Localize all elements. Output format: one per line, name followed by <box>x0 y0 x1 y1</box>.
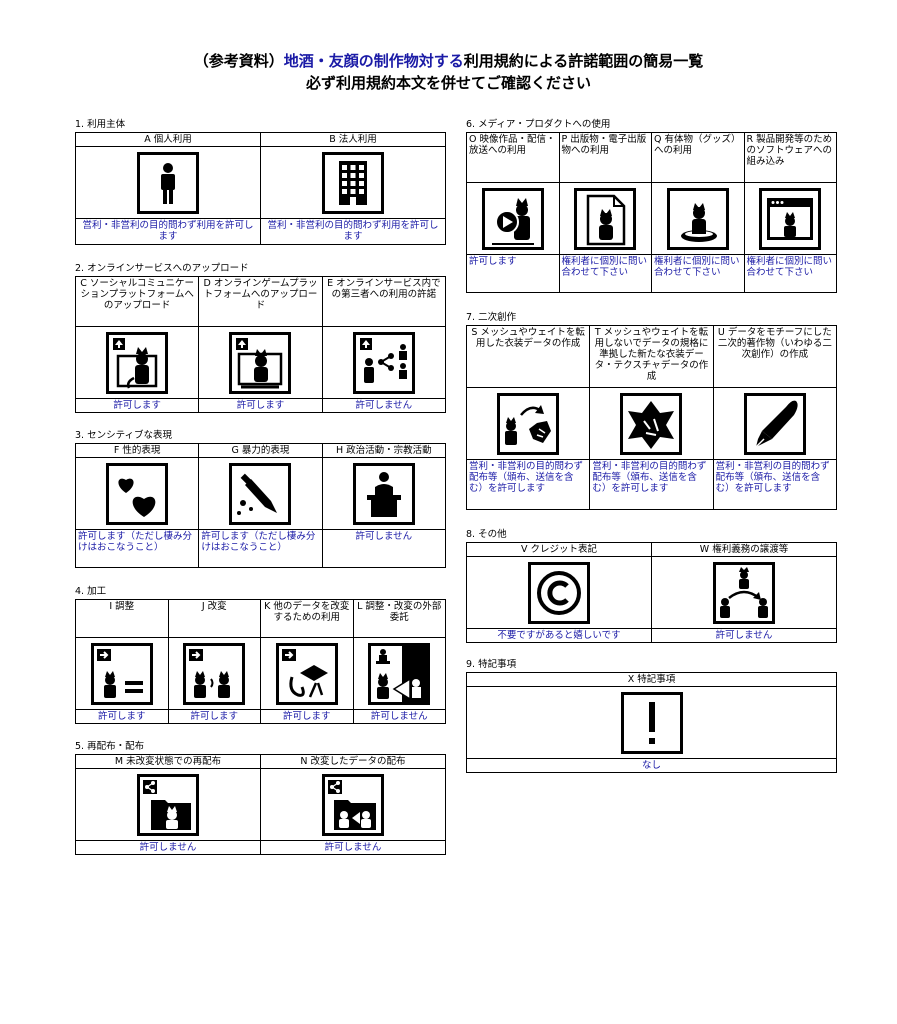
permission-note: 許可します <box>167 709 261 724</box>
permission-note: 許可します <box>75 709 169 724</box>
col-header: S メッシュやウェイトを転用した衣装データの作成 <box>465 325 591 388</box>
permission-note: 許可しません <box>651 628 837 643</box>
transfer-icon <box>713 561 775 624</box>
permission-note: 許可します（ただし棲み分けはおこなうこと） <box>198 529 323 568</box>
permission-note: 営利・非営利の目的問わず利用を許可します <box>75 218 261 245</box>
permission-note: 不要ですがあると嬉しいです <box>466 628 652 643</box>
permission-note: 許可しません <box>321 529 447 568</box>
distribute-modified-icon <box>322 773 384 836</box>
permission-note: 許可します <box>198 398 323 413</box>
page-title: （参考資料）地酒・友顔の制作物対する利用規約による許諾範囲の簡易一覧 <box>0 50 897 71</box>
hearts-icon <box>106 462 169 525</box>
permission-note: 権利者に個別に問い合わせて下さい <box>743 254 837 293</box>
col-header: M 未改変状態での再配布 <box>75 754 261 769</box>
permission-note: 許可しません <box>321 398 447 413</box>
section-media-product: 6. メディア・プロダクトへの使用 O 映像作品・配信・放送への利用 P 出版物… <box>466 118 837 293</box>
section-other: 8. その他 V クレジット表記 W 権利義務の譲渡等 <box>466 528 837 643</box>
permission-note: 許可します <box>466 254 560 293</box>
col-header: P 出版物・電子出版物への利用 <box>558 132 652 183</box>
section-title: 9. 特記事項 <box>466 659 517 670</box>
outsource-icon <box>368 642 431 705</box>
permission-note: 営利・非営利の目的問わず配布等（頒布、送信を含む）を許可します <box>465 459 591 510</box>
permission-note: 営利・非営利の目的問わず利用を許可します <box>260 218 446 245</box>
mesh-reuse-icon <box>497 392 560 455</box>
section-title: 8. その他 <box>466 529 507 540</box>
podium-icon <box>352 462 415 525</box>
new-costume-icon <box>620 392 683 455</box>
permission-note: 許可します <box>74 398 200 413</box>
upload-game-icon <box>229 331 292 394</box>
section-title: 2. オンラインサービスへのアップロード <box>75 263 249 274</box>
pen-nib-icon <box>743 392 806 455</box>
title-prefix: （参考資料） <box>193 52 284 70</box>
permission-note: 許可します（ただし棲み分けはおこなうこと） <box>74 529 200 568</box>
section-title: 6. メディア・プロダクトへの使用 <box>466 119 611 130</box>
col-header: K 他のデータを改変するための利用 <box>260 599 354 638</box>
col-header: X 特記事項 <box>466 672 837 687</box>
col-header: G 暴力的表現 <box>198 443 323 458</box>
permission-note: 許可しません <box>260 840 446 855</box>
col-header: Q 有体物（グッズ）への利用 <box>651 132 745 183</box>
permission-note: 営利・非営利の目的問わず配布等（頒布、送信を含む）を許可します <box>712 459 838 510</box>
col-header: I 調整 <box>75 599 169 638</box>
section-redistribution: 5. 再配布・配布 M 未改変状態での再配布 N 改変したデータの配布 <box>75 740 446 855</box>
adjust-icon <box>90 642 153 705</box>
permission-note: 許可します <box>260 709 354 724</box>
col-header: E オンラインサービス内での第三者への利用の許諾 <box>321 276 447 327</box>
exclamation-icon <box>620 691 683 754</box>
col-header: J 改変 <box>167 599 261 638</box>
software-icon <box>759 187 822 250</box>
ribbon-icon <box>275 642 338 705</box>
col-header: A 個人利用 <box>75 132 261 147</box>
knife-icon <box>229 462 292 525</box>
section-processing: 4. 加工 I 調整 J 改変 K 他のデータを改変するための利用 L 調整・改… <box>75 585 446 724</box>
title-highlight: 地酒・友顔の制作物対する <box>283 52 464 70</box>
page-subtitle: 必ず利用規約本文を併せてご確認ください <box>305 74 591 92</box>
section-online-upload: 2. オンラインサービスへのアップロード C ソーシャルコミュニケーションプラッ… <box>74 262 447 413</box>
col-header: C ソーシャルコミュニケーションプラットフォームへのアップロード <box>74 276 200 327</box>
redistribute-icon <box>137 773 199 836</box>
person-icon <box>137 151 199 214</box>
modify-icon <box>183 642 246 705</box>
col-header: O 映像作品・配信・放送への利用 <box>466 132 560 183</box>
col-header: B 法人利用 <box>260 132 446 147</box>
col-header: F 性的表現 <box>74 443 200 458</box>
permission-note: 権利者に個別に問い合わせて下さい <box>651 254 745 293</box>
col-header: D オンラインゲームプラットフォームへのアップロード <box>198 276 323 327</box>
col-header: H 政治活動・宗教活動 <box>321 443 447 458</box>
document-icon <box>574 187 637 250</box>
goods-icon <box>666 187 729 250</box>
section-title: 5. 再配布・配布 <box>75 741 145 752</box>
copyright-icon <box>528 561 590 624</box>
section-title: 3. センシティブな表現 <box>75 430 173 441</box>
permission-note: なし <box>466 758 837 773</box>
section-special-notes: 9. 特記事項 X 特記事項 なし <box>466 658 837 773</box>
section-title: 4. 加工 <box>75 586 107 597</box>
col-header: R 製品開発等のためのソフトウェアへの組み込み <box>743 132 837 183</box>
col-header: U データをモチーフにした二次的著作物（いわゆる二次創作）の作成 <box>712 325 838 388</box>
share-third-party-icon <box>352 331 415 394</box>
section-usage-subject: 1. 利用主体 A 個人利用 B 法人利用 <box>75 118 446 245</box>
permission-note: 許可しません <box>75 840 261 855</box>
col-header: T メッシュやウェイトを転用しないでデータの規格に準拠した新たな衣装データ・テク… <box>589 325 714 388</box>
upload-sns-icon <box>106 331 169 394</box>
col-header: L 調整・改変の外部委託 <box>352 599 446 638</box>
section-derivative-works: 7. 二次創作 S メッシュやウェイトを転用した衣装データの作成 T メッシュや… <box>465 311 838 510</box>
video-icon <box>481 187 544 250</box>
section-title: 1. 利用主体 <box>75 119 126 130</box>
col-header: N 改変したデータの配布 <box>260 754 446 769</box>
building-icon <box>322 151 384 214</box>
col-header: W 権利義務の譲渡等 <box>651 542 837 557</box>
section-title: 7. 二次創作 <box>466 312 517 323</box>
col-header: V クレジット表記 <box>466 542 652 557</box>
permission-note: 権利者に個別に問い合わせて下さい <box>558 254 652 293</box>
permission-note: 営利・非営利の目的問わず配布等（頒布、送信を含む）を許可します <box>589 459 714 510</box>
title-suffix: 利用規約による許諾範囲の簡易一覧 <box>463 52 704 70</box>
permission-note: 許可しません <box>352 709 446 724</box>
section-sensitive-expression: 3. センシティブな表現 F 性的表現 G 暴力的表現 H 政治活動・宗教活動 <box>74 429 447 568</box>
